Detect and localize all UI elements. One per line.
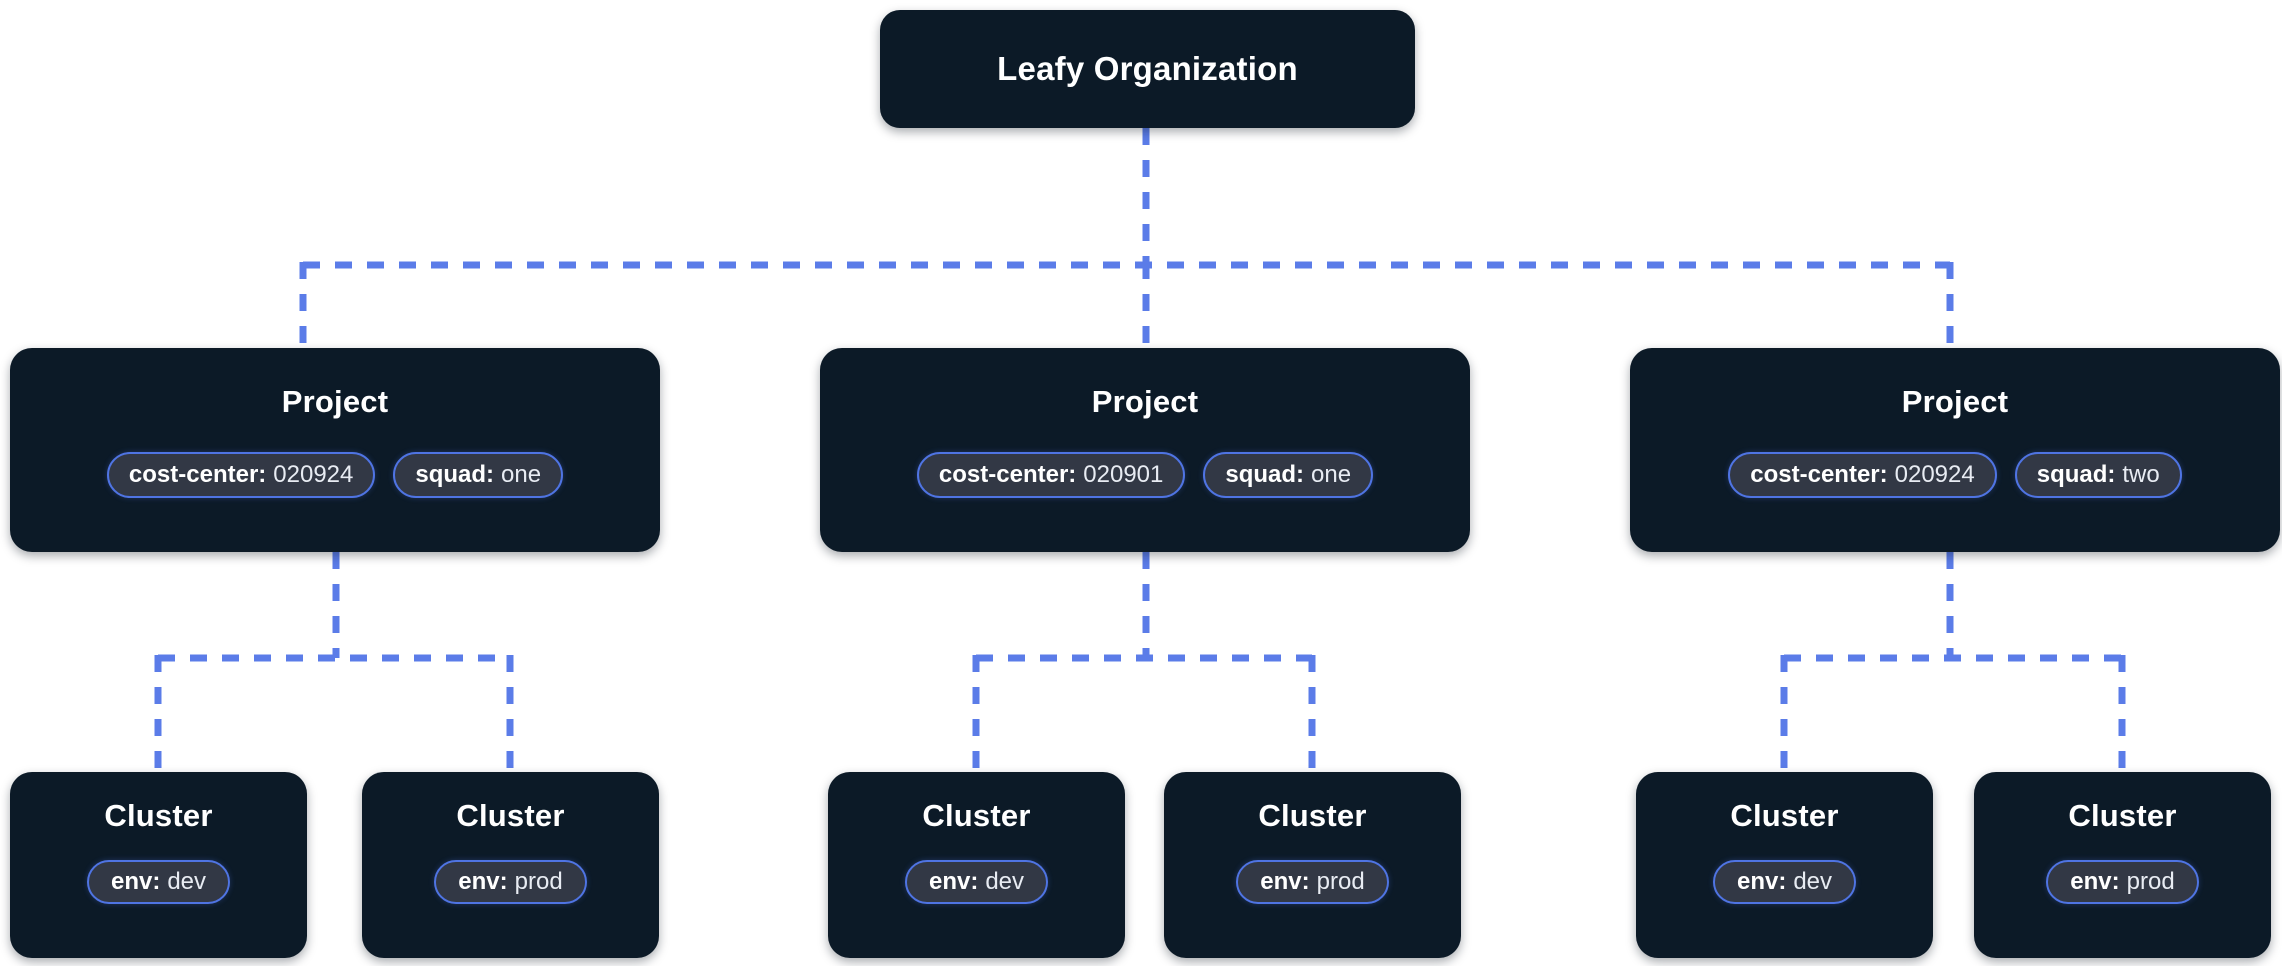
tag-key: cost-center: xyxy=(128,461,267,488)
tag-cost-center[interactable]: cost-center: 020924 xyxy=(106,452,376,498)
cluster-tag-row: env: dev xyxy=(904,860,1049,904)
cluster-title: Cluster xyxy=(1258,798,1367,833)
node-organization[interactable]: Leafy Organization xyxy=(880,10,1415,128)
tag-key: squad: xyxy=(415,461,495,488)
project-title: Project xyxy=(281,384,389,419)
tag-env[interactable]: env: prod xyxy=(434,860,587,904)
tag-cost-center[interactable]: cost-center: 020924 xyxy=(1728,452,1997,498)
tag-key: env: xyxy=(458,868,508,895)
tag-value: 020924 xyxy=(273,461,354,488)
organization-title: Leafy Organization xyxy=(997,50,1298,87)
node-project-1[interactable]: Project cost-center: 020924 squad: one xyxy=(10,348,660,552)
tag-squad[interactable]: squad: one xyxy=(393,452,564,498)
tag-key: squad: xyxy=(2036,461,2116,488)
tag-env[interactable]: env: prod xyxy=(2046,860,2199,904)
node-cluster-2-dev[interactable]: Cluster env: dev xyxy=(828,772,1125,958)
cluster-title: Cluster xyxy=(104,798,213,833)
tag-value: two xyxy=(2122,461,2160,488)
project-title: Project xyxy=(1901,384,2009,419)
node-project-2[interactable]: Project cost-center: 020901 squad: one xyxy=(820,348,1470,552)
cluster-title: Cluster xyxy=(2068,798,2177,833)
tag-value: dev xyxy=(1793,868,1833,895)
node-cluster-1-dev[interactable]: Cluster env: dev xyxy=(10,772,307,958)
cluster-title: Cluster xyxy=(456,798,565,833)
tag-value: prod xyxy=(1316,868,1365,895)
cluster-tag-row: env: dev xyxy=(86,860,231,904)
node-cluster-3-dev[interactable]: Cluster env: dev xyxy=(1636,772,1933,958)
tag-value: dev xyxy=(985,868,1025,895)
tag-key: env: xyxy=(928,868,979,895)
tag-cost-center[interactable]: cost-center: 020901 xyxy=(916,452,1186,498)
project-tag-row: cost-center: 020924 squad: one xyxy=(106,452,564,498)
tag-key: env: xyxy=(2070,868,2120,895)
tag-key: env: xyxy=(1260,868,1310,895)
tag-value: one xyxy=(1311,461,1352,488)
project-tag-row: cost-center: 020901 squad: one xyxy=(916,452,1374,498)
cluster-title: Cluster xyxy=(922,798,1031,833)
tag-key: squad: xyxy=(1225,461,1305,488)
tag-value: prod xyxy=(514,868,563,895)
node-project-3[interactable]: Project cost-center: 020924 squad: two xyxy=(1630,348,2280,552)
tag-key: env: xyxy=(1736,868,1787,895)
tag-env[interactable]: env: dev xyxy=(86,860,231,904)
cluster-tag-row: env: prod xyxy=(434,860,587,904)
node-cluster-1-prod[interactable]: Cluster env: prod xyxy=(362,772,659,958)
tag-env[interactable]: env: prod xyxy=(1236,860,1389,904)
tag-value: 020901 xyxy=(1083,461,1164,488)
cluster-tag-row: env: dev xyxy=(1712,860,1857,904)
tag-value: 020924 xyxy=(1894,461,1975,488)
project-tag-row: cost-center: 020924 squad: two xyxy=(1728,452,2182,498)
tag-env[interactable]: env: dev xyxy=(1712,860,1857,904)
tag-squad[interactable]: squad: two xyxy=(2014,452,2182,498)
tag-value: prod xyxy=(2126,868,2175,895)
tag-value: one xyxy=(501,461,542,488)
cluster-tag-row: env: prod xyxy=(2046,860,2199,904)
tag-squad[interactable]: squad: one xyxy=(1203,452,1374,498)
cluster-tag-row: env: prod xyxy=(1236,860,1389,904)
tag-key: cost-center: xyxy=(1750,461,1888,488)
node-cluster-3-prod[interactable]: Cluster env: prod xyxy=(1974,772,2271,958)
tag-value: dev xyxy=(167,868,207,895)
cluster-title: Cluster xyxy=(1730,798,1839,833)
project-title: Project xyxy=(1091,384,1199,419)
tag-env[interactable]: env: dev xyxy=(904,860,1049,904)
tag-key: cost-center: xyxy=(938,461,1077,488)
node-cluster-2-prod[interactable]: Cluster env: prod xyxy=(1164,772,1461,958)
tag-key: env: xyxy=(110,868,161,895)
